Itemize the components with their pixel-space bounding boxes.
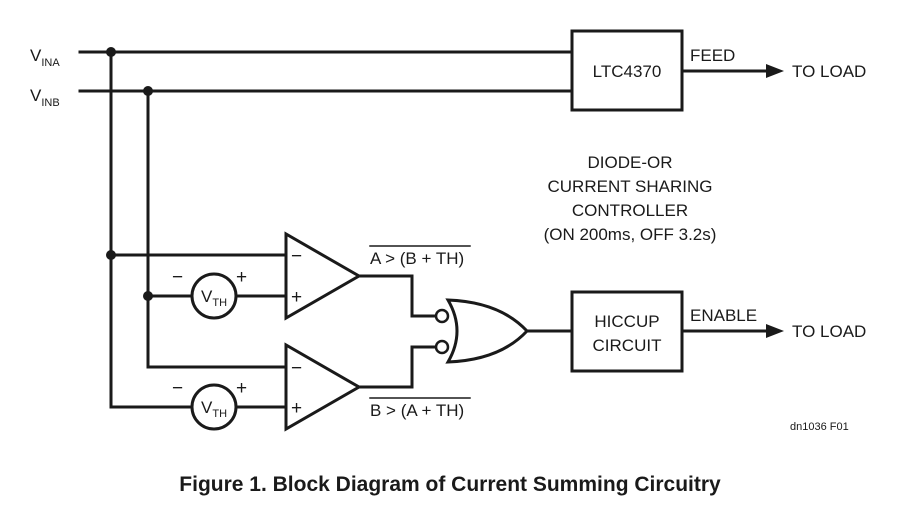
or-gate-inverter-bubble (434, 308, 450, 324)
junction-dot (106, 47, 116, 57)
comp-top-minus-input: − (291, 246, 302, 267)
feed-label: FEED (690, 46, 735, 65)
description-line-2: CURRENT SHARING (548, 177, 713, 196)
hiccup-label-line-2: CIRCUIT (593, 336, 662, 355)
comp-top-output-wire (357, 274, 438, 318)
vth-bottom-plus-sign: + (236, 378, 247, 399)
comp-bottom-output-wire (357, 345, 438, 389)
ltc4370-label: LTC4370 (593, 62, 662, 81)
description-line-1: DIODE-OR (588, 153, 673, 172)
or-gate (445, 298, 530, 364)
comparator-top (284, 231, 363, 321)
hiccup-circuit-block (570, 290, 684, 373)
comp-bottom-output-label: B > (A + TH) (370, 401, 464, 420)
comp-top-output-label: A > (B + TH) (370, 249, 464, 268)
figure-reference: dn1036 F01 (790, 421, 849, 433)
feed-arrow-icon (766, 64, 784, 78)
junction-dot (143, 86, 153, 96)
ltc4370-block (570, 29, 684, 112)
input-a-label: VINA (30, 46, 60, 69)
figure-caption: Figure 1. Block Diagram of Current Summi… (179, 473, 721, 496)
vth-top-source (190, 272, 238, 320)
enable-arrow-icon (766, 324, 784, 338)
enable-label: ENABLE (690, 306, 757, 325)
comp-bottom-plus-input: + (291, 398, 302, 419)
vth-bottom-label: VTH (201, 398, 227, 420)
vth-top-label: VTH (201, 287, 227, 309)
feed-to-load-label: TO LOAD (792, 62, 866, 81)
comp-bottom-minus-input: − (291, 358, 302, 379)
vth-bottom-minus-sign: − (172, 378, 183, 399)
description-line-3: CONTROLLER (572, 201, 688, 220)
comp-top-plus-input: + (291, 287, 302, 308)
comp-bottom-minus-wire (146, 294, 288, 369)
enable-to-load-label: TO LOAD (792, 322, 866, 341)
or-gate-inverter-bubble (434, 339, 450, 355)
vth-top-plus-sign: + (236, 267, 247, 288)
input-b-label: VINB (30, 86, 60, 109)
hiccup-label-line-1: HICCUP (594, 312, 659, 331)
vth-top-minus-sign: − (172, 267, 183, 288)
comparator-bottom (284, 342, 363, 432)
vth-bottom-source (190, 383, 238, 431)
description-line-4: (ON 200ms, OFF 3.2s) (544, 225, 717, 244)
